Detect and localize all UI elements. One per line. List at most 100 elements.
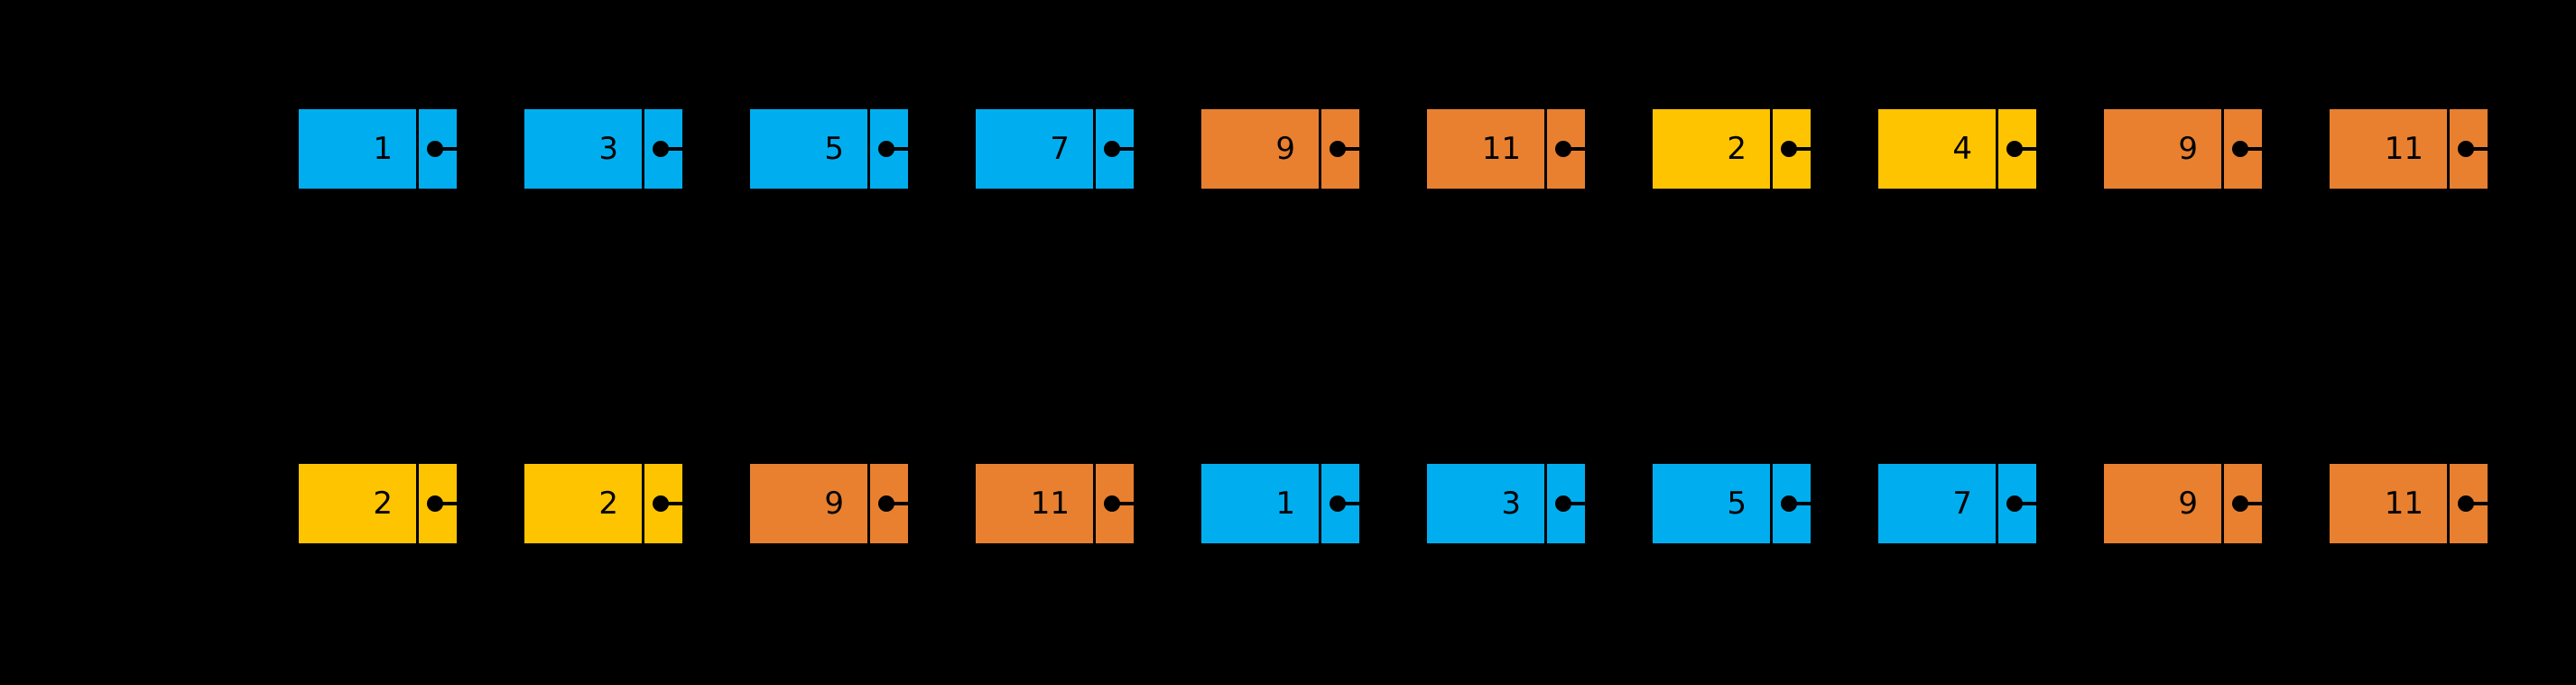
node-value: 2 [598,486,618,522]
pointer-dot-icon [1781,495,1797,512]
list-node[interactable]: 2 [299,464,469,543]
node-data-cell: 4 [1878,109,1996,189]
node-pointer-cell [2224,109,2275,189]
node-value: 9 [2178,131,2198,167]
node-cell-divider [2447,464,2450,543]
pointer-link-line [2473,147,2500,151]
node-cell-divider [642,109,644,189]
node-data-cell: 9 [2104,464,2221,543]
list-node[interactable]: 3 [1427,464,1598,543]
list-node[interactable]: 1 [299,109,469,189]
pointer-dot-icon [2232,495,2248,512]
list-node[interactable]: 7 [1878,464,2049,543]
pointer-dot-icon [2458,141,2474,157]
pointer-dot-icon [2006,495,2023,512]
node-value: 4 [1952,131,1972,167]
node-cell-divider [1544,464,1547,543]
pointer-link-line [894,502,921,505]
node-pointer-cell [870,109,921,189]
pointer-link-line [668,147,695,151]
pointer-link-line [442,502,469,505]
pointer-dot-icon [1555,141,1571,157]
node-data-cell: 11 [1427,109,1544,189]
pointer-link-line [1571,147,1598,151]
node-value: 9 [824,486,844,522]
pointer-link-line [1119,147,1146,151]
node-pointer-cell [1096,109,1146,189]
list-node[interactable]: 4 [1878,109,2049,189]
node-value: 9 [2178,486,2198,522]
list-node[interactable]: 9 [2104,464,2275,543]
node-value: 3 [598,131,618,167]
pointer-link-line [2247,502,2275,505]
node-cell-divider [867,109,870,189]
node-data-cell: 3 [524,109,642,189]
pointer-dot-icon [1104,141,1120,157]
list-node[interactable]: 7 [976,109,1146,189]
node-cell-divider [1770,109,1773,189]
node-pointer-cell [644,109,695,189]
node-data-cell: 9 [2104,109,2221,189]
pointer-dot-icon [2458,495,2474,512]
list-node[interactable]: 1 [1201,464,1372,543]
list-node[interactable]: 9 [2104,109,2275,189]
pointer-link-line [1571,502,1598,505]
node-cell-divider [2221,464,2224,543]
node-value: 5 [824,131,844,167]
pointer-link-line [894,147,921,151]
node-value: 11 [1481,131,1521,167]
node-pointer-cell [2224,464,2275,543]
node-pointer-cell [419,464,469,543]
list-node[interactable]: 11 [1427,109,1598,189]
pointer-link-line [668,502,695,505]
node-data-cell: 5 [750,109,867,189]
node-data-cell: 7 [976,109,1093,189]
node-value: 11 [1030,486,1070,522]
pointer-dot-icon [2232,141,2248,157]
list-node[interactable]: 2 [1653,109,1823,189]
pointer-dot-icon [427,495,443,512]
pointer-dot-icon [878,141,894,157]
list-node[interactable]: 11 [2330,464,2500,543]
node-pointer-cell [1547,109,1598,189]
pointer-dot-icon [2006,141,2023,157]
pointer-dot-icon [653,495,669,512]
list-node[interactable]: 3 [524,109,695,189]
pointer-dot-icon [653,141,669,157]
node-pointer-cell [1547,464,1598,543]
node-data-cell: 3 [1427,464,1544,543]
list-node[interactable]: 11 [2330,109,2500,189]
node-value: 2 [1727,131,1747,167]
node-cell-divider [416,109,419,189]
pointer-dot-icon [878,495,894,512]
node-data-cell: 2 [1653,109,1770,189]
list-node[interactable]: 2 [524,464,695,543]
node-data-cell: 7 [1878,464,1996,543]
node-value: 1 [373,131,393,167]
node-data-cell: 11 [976,464,1093,543]
list-node[interactable]: 9 [1201,109,1372,189]
node-cell-divider [2447,109,2450,189]
node-cell-divider [1544,109,1547,189]
node-cell-divider [1996,464,1998,543]
node-cell-divider [416,464,419,543]
pointer-dot-icon [1330,495,1346,512]
node-cell-divider [1319,464,1321,543]
node-cell-divider [1770,464,1773,543]
pointer-link-line [2022,502,2049,505]
node-data-cell: 5 [1653,464,1770,543]
list-node[interactable]: 11 [976,464,1146,543]
list-node[interactable]: 5 [1653,464,1823,543]
list-node[interactable]: 5 [750,109,921,189]
node-cell-divider [1093,464,1096,543]
pointer-link-line [1345,502,1372,505]
node-cell-divider [867,464,870,543]
node-data-cell: 11 [2330,109,2447,189]
list-node[interactable]: 9 [750,464,921,543]
node-data-cell: 1 [1201,464,1319,543]
pointer-link-line [1796,502,1823,505]
pointer-link-line [1119,502,1146,505]
linked-list-row-top: 1 3 5 7 9 11 2 4 9 11 [0,109,2576,190]
